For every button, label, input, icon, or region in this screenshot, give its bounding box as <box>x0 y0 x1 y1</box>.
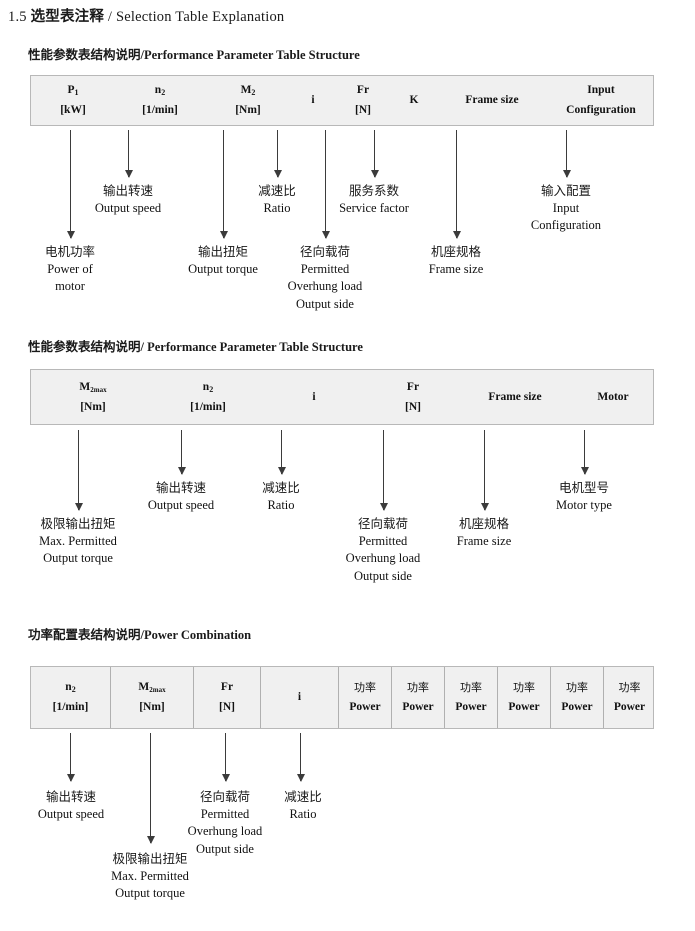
annotation-ratio-1: 减速比 Ratio <box>258 183 296 215</box>
arrow-to-overhung-load-1 <box>321 130 330 239</box>
section-1-heading-cn: 性能参数表结构说明 <box>28 47 141 62</box>
arrow-to-power-of-motor <box>66 130 75 239</box>
table2-col-m2max: M2max [Nm] <box>79 380 107 413</box>
table1-col-m2: M2 [Nm] <box>235 84 261 116</box>
table2-col-i: i <box>312 390 316 403</box>
table1-col-i: i <box>311 94 315 107</box>
table1-col-n2: n2 [1/min] <box>142 84 178 116</box>
page-title-en: Selection Table Explanation <box>115 9 285 25</box>
annotation-service-factor: 服务系数 Service factor <box>339 183 409 215</box>
arrow-to-max-output-torque-2 <box>74 430 83 511</box>
arrow-to-ratio-3 <box>296 733 305 782</box>
page-title-cn: 选型表注释 <box>30 9 105 25</box>
arrow-to-ratio-2 <box>277 430 286 475</box>
section-2-heading-cn: 性能参数表结构说明 <box>28 339 141 354</box>
arrow-to-input-configuration <box>562 130 571 178</box>
arrow-to-output-torque-1 <box>219 130 228 239</box>
section-2-heading-sep: / <box>140 340 144 354</box>
table2-col-n2: n2 [1/min] <box>190 380 226 413</box>
arrow-to-overhung-load-2 <box>379 430 388 511</box>
table3-col-power-3: 功率 Power <box>445 667 498 728</box>
arrow-to-service-factor <box>370 130 379 178</box>
table2-col-frame-size: Frame size <box>488 390 542 403</box>
table3-col-power-2: 功率 Power <box>392 667 445 728</box>
table3-col-power-4: 功率 Power <box>498 667 551 728</box>
annotation-ratio-2: 减速比 Ratio <box>262 480 300 512</box>
section-2-heading-en: Performance Parameter Table Structure <box>147 340 363 354</box>
annotation-overhung-load-3: 径向载荷 Permitted Overhung load Output side <box>187 789 263 856</box>
table3-col-i: i <box>261 667 339 728</box>
arrow-to-output-speed-3 <box>66 733 75 782</box>
annotation-output-torque-1: 输出扭矩 Output torque <box>188 244 258 276</box>
arrow-to-frame-size-1 <box>452 130 461 239</box>
table1-col-p1: P1 [kW] <box>60 84 86 116</box>
section-3-heading-cn: 功率配置表结构说明 <box>28 627 141 642</box>
section-3-heading-sep: / <box>140 628 144 642</box>
arrow-to-output-speed-2 <box>177 430 186 475</box>
arrow-to-frame-size-2 <box>480 430 489 511</box>
page-title-number: 1.5 <box>8 9 27 25</box>
annotation-power-of-motor: 电机功率 Power of motor <box>44 244 95 293</box>
section-1-heading-en: Performance Parameter Table Structure <box>144 48 360 62</box>
table1-col-input-configuration: Input Configuration <box>566 84 636 116</box>
annotation-max-output-torque-3: 极限输出扭矩 Max. Permitted Output torque <box>111 851 189 900</box>
annotation-frame-size-2: 机座规格 Frame size <box>456 516 512 548</box>
annotation-input-configuration: 输入配置 Input Configuration <box>530 183 602 232</box>
table3-col-m2max: M2max [Nm] <box>111 667 194 728</box>
section-1-heading: 性能参数表结构说明/Performance Parameter Table St… <box>28 44 360 63</box>
arrow-to-max-output-torque-3 <box>146 733 155 844</box>
table3-col-power-6: 功率 Power <box>613 680 646 713</box>
table2-col-fr: Fr [N] <box>405 380 421 413</box>
annotation-ratio-3: 减速比 Ratio <box>284 789 322 821</box>
annotation-motor-type: 电机型号 Motor type <box>556 480 612 512</box>
annotation-output-speed-3: 输出转速 Output speed <box>37 789 105 821</box>
section-3-heading: 功率配置表结构说明/Power Combination <box>28 624 251 643</box>
section-3-heading-en: Power Combination <box>144 628 252 642</box>
power-combination-table: n2 [1/min] M2max [Nm] Fr [N] i 功率 Power … <box>30 666 654 729</box>
table1-col-frame-size: Frame size <box>465 94 519 107</box>
arrow-to-ratio-1 <box>273 130 282 178</box>
page-title-separator: / <box>107 9 113 25</box>
annotation-overhung-load-2: 径向载荷 Permitted Overhung load Output side <box>345 516 421 583</box>
page-title: 1.5 选型表注释 / Selection Table Explanation <box>8 5 284 26</box>
annotation-frame-size-1: 机座规格 Frame size <box>428 244 484 276</box>
table3-col-fr: Fr [N] <box>194 667 261 728</box>
performance-parameter-table-1: P1 [kW] n2 [1/min] M2 [Nm] i Fr [N] K Fr… <box>30 75 654 126</box>
arrow-to-motor-type <box>580 430 589 475</box>
annotation-output-speed-2: 输出转速 Output speed <box>147 480 215 512</box>
annotation-output-speed-1: 输出转速 Output speed <box>94 183 162 215</box>
annotation-max-output-torque-2: 极限输出扭矩 Max. Permitted Output torque <box>39 516 117 565</box>
table3-col-power-1: 功率 Power <box>339 667 392 728</box>
section-2-heading: 性能参数表结构说明/ Performance Parameter Table S… <box>28 336 363 355</box>
annotation-overhung-load-1: 径向载荷 Permitted Overhung load Output side <box>287 244 363 311</box>
arrow-to-overhung-load-3 <box>221 733 230 782</box>
table1-col-fr: Fr [N] <box>355 84 371 116</box>
arrow-to-output-speed-1 <box>124 130 133 178</box>
table2-col-motor: Motor <box>597 390 629 403</box>
table3-col-power-5: 功率 Power <box>551 667 604 728</box>
table1-col-k: K <box>409 94 419 107</box>
performance-parameter-table-2: M2max [Nm] n2 [1/min] i Fr [N] Frame siz… <box>30 369 654 425</box>
section-1-heading-sep: / <box>140 48 144 62</box>
table3-col-n2: n2 [1/min] <box>31 667 111 728</box>
